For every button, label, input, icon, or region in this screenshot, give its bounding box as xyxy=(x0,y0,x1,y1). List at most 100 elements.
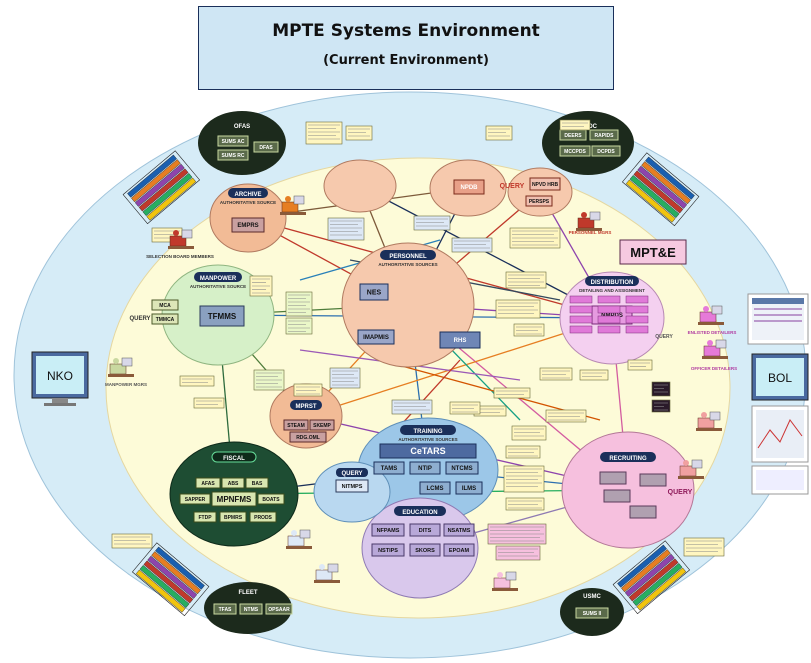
system-box-frame xyxy=(379,443,477,459)
system-box-npvd: NPVD HRB xyxy=(529,177,561,191)
training-title: TRAINING xyxy=(414,429,443,435)
system-label: EPOAM xyxy=(449,548,470,554)
note-box xyxy=(111,533,153,549)
color-strip xyxy=(641,161,691,205)
note-box xyxy=(505,271,547,289)
archive-title: ARCHIVE xyxy=(234,192,261,198)
system-label: NSATMS xyxy=(448,528,471,534)
system-box-nes: NES xyxy=(359,283,389,301)
nko-monitor: NKO xyxy=(31,351,89,406)
npdb-query-hub xyxy=(507,167,573,217)
note-box xyxy=(285,291,313,317)
education-title: EDUCATION xyxy=(402,510,437,516)
system-box-ntip: NTIP xyxy=(409,461,441,475)
system-label: TMMCA xyxy=(156,317,175,323)
distribution-box xyxy=(625,315,649,324)
system-label: RHS xyxy=(454,338,467,344)
system-box-sums-ac: SUMS AC xyxy=(217,135,249,147)
note-box xyxy=(285,317,313,335)
recruiting-query-label: QUERY xyxy=(668,489,693,496)
system-label: BAS xyxy=(252,481,263,487)
system-box-frame xyxy=(525,195,553,207)
system-box-ed-4: NSTIPS xyxy=(371,543,405,557)
note-box xyxy=(545,409,587,423)
system-box-frame xyxy=(409,461,441,475)
recruiting-user-figure-2 xyxy=(678,459,704,479)
distribution-box xyxy=(569,315,593,324)
system-label: AFAS xyxy=(201,481,215,487)
system-box-mpnfms: MPNFMS xyxy=(211,491,257,507)
color-strip xyxy=(135,569,186,613)
archive-sub: AUTHORITATIVE SOURCE xyxy=(220,200,276,205)
system-box-rdgoml: RDG.OML xyxy=(289,431,327,443)
system-box-fiscal-2: ABS xyxy=(221,477,245,489)
system-label: NFPAMS xyxy=(377,528,400,534)
distribution-sub: DETAILING AND ASSIGNMENT xyxy=(579,288,645,293)
system-label: TFAS xyxy=(219,607,232,613)
system-label: DEERS xyxy=(564,133,582,139)
note-box xyxy=(391,399,433,415)
color-strip xyxy=(131,159,181,203)
system-label: NPVD HRB xyxy=(532,182,559,188)
system-box-ntcms: NTCMS xyxy=(445,461,479,475)
color-strip xyxy=(625,179,676,223)
system-label: SUMS RC xyxy=(221,153,244,159)
color-strip xyxy=(139,565,190,608)
system-box-mccpds: MCCPDS xyxy=(559,145,591,157)
system-label: MCCPDS xyxy=(564,149,586,155)
system-box-frame xyxy=(151,299,179,311)
note-box xyxy=(579,369,609,381)
system-box-fiscal-4: SAPPER xyxy=(179,493,211,505)
system-box-fiscal-7: FTDP xyxy=(193,511,217,523)
system-box-lcms: LCMS xyxy=(419,481,451,495)
system-box-frame xyxy=(199,305,245,327)
query-lower-title: QUERY xyxy=(341,471,362,477)
officer-detailers-figure xyxy=(702,339,728,359)
system-box-frame xyxy=(249,511,277,523)
system-box-frame xyxy=(453,179,485,195)
mprst-title: MPRST xyxy=(296,404,317,410)
note-box xyxy=(193,397,225,409)
distribution-query-label: QUERY xyxy=(655,334,673,340)
system-box-frame xyxy=(591,145,621,157)
system-label: BPMRS xyxy=(224,515,243,521)
color-strip xyxy=(636,567,687,611)
system-box-frame xyxy=(357,329,395,345)
system-box-frame xyxy=(409,543,441,557)
system-label: PERSPS xyxy=(529,199,550,205)
hub-titles: PERSONNEL AUTHORITATIVE SOURCES MANPOWER… xyxy=(190,124,656,600)
system-box-frame xyxy=(409,523,441,537)
strip-set xyxy=(621,152,700,227)
personnel-sub: AUTHORITATIVE SOURCES xyxy=(378,262,437,267)
distribution-box xyxy=(625,325,649,334)
note-box xyxy=(505,497,545,511)
note-box xyxy=(509,227,561,249)
color-strip xyxy=(147,555,198,599)
officer-detailers-label: OFFICER DETAILERS xyxy=(691,366,737,371)
system-box-ed-2: DITS xyxy=(409,523,441,537)
system-box-frame xyxy=(289,431,327,443)
top-center-hub xyxy=(323,159,397,213)
note-box xyxy=(511,425,547,441)
system-label: PRODS xyxy=(254,515,272,521)
recruiting-box xyxy=(639,473,667,487)
system-label: OPSAAR xyxy=(268,607,290,613)
system-label: TFMMS xyxy=(208,312,237,321)
note-box xyxy=(683,537,725,557)
system-box-dcpds: DCPDS xyxy=(591,145,621,157)
selection-board-label: SELECTION BOARD MEMBERS xyxy=(146,254,214,259)
distribution-box xyxy=(597,295,621,304)
system-box-opsaar: OPSAAR xyxy=(265,603,293,615)
system-label: SKORS xyxy=(415,548,435,554)
system-box-frame xyxy=(283,419,309,431)
system-box-frame xyxy=(179,493,211,505)
bol-monitor: BOL xyxy=(747,293,809,495)
system-box-fiscal-3: BAS xyxy=(245,477,269,489)
system-box-tfas: TFAS xyxy=(213,603,237,615)
system-label: DITS xyxy=(419,528,432,534)
system-box-ed-3: NSATMS xyxy=(443,523,475,537)
color-strip xyxy=(629,175,680,218)
system-box-frame xyxy=(217,149,249,161)
